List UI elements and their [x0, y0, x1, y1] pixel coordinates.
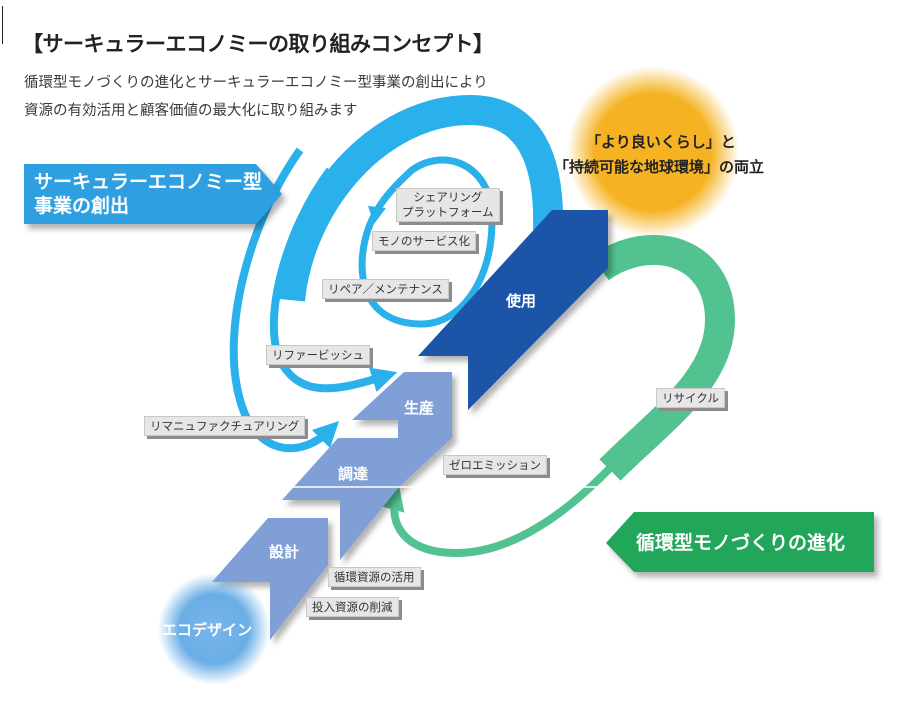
- inner-loop-arrowhead: [368, 206, 386, 224]
- subtitle-line-1: 循環型モノづくりの進化とサーキュラーエコノミー型事業の創出により: [24, 75, 488, 91]
- tag-remanufacturing: リマニュファクチュアリング: [144, 416, 306, 436]
- stage-procurement-chevron: [282, 438, 398, 560]
- circular-business-line-2: 事業の創出: [34, 195, 130, 217]
- stage-use-label: 使用: [506, 292, 537, 310]
- goal-sun-circle: [567, 66, 739, 238]
- goal-line-2: 「持続可能な地球環境」の両立: [554, 158, 765, 176]
- tag-repair-maintenance: リペア／メンテナンス: [322, 279, 449, 299]
- goal-line-1: 「より良いくらし」と: [586, 133, 736, 151]
- eco-design-label: エコデザイン: [162, 621, 253, 639]
- tag-input-reduction: 投入資源の削減: [306, 597, 399, 617]
- tag-sharing-platform-line-2: プラットフォーム: [402, 205, 494, 219]
- tag-sharing-platform-line-1: シェアリング: [413, 190, 483, 204]
- stage-design-label: 設計: [269, 543, 300, 561]
- inner-service-loop: [358, 156, 496, 328]
- circular-manufacturing-banner: [606, 512, 874, 572]
- circular-manufacturing-label: 循環型モノづくりの進化: [636, 532, 846, 554]
- stage-design-chevron: [212, 518, 328, 640]
- circular-business-label: サーキュラーエコノミー型 事業の創出: [34, 170, 262, 218]
- edge-divider: [2, 6, 3, 44]
- tag-zero-emission: ゼロエミッション: [443, 455, 547, 475]
- tag-refurbish: リファービッシュ: [266, 345, 370, 365]
- eco-design-circle: [158, 573, 270, 685]
- recycle-loop-band: [591, 234, 736, 481]
- tag-recycle: リサイクル: [656, 388, 725, 408]
- stage-production-label: 生産: [404, 399, 435, 417]
- circular-business-line-1: サーキュラーエコノミー型: [34, 171, 263, 193]
- outer-blue-arc: [275, 94, 564, 302]
- zero-emission-loop: [381, 463, 615, 557]
- circular-business-banner: [24, 164, 282, 224]
- remanufacturing-loop: [229, 147, 340, 453]
- stage-procurement-label: 調達: [338, 465, 369, 483]
- tag-servitization: モノのサービス化: [372, 231, 476, 251]
- stage-use-chevron: [418, 210, 608, 410]
- tag-sharing-platform: シェアリング プラットフォーム: [396, 188, 500, 222]
- stage-production-chevron: [352, 372, 452, 488]
- tag-recycled-materials: 循環資源の活用: [328, 567, 421, 587]
- subtitle-line-2: 資源の有効活用と顧客価値の最大化に取り組みます: [24, 103, 358, 119]
- page-title: 【サーキュラーエコノミーの取り組みコンセプト】: [22, 32, 494, 56]
